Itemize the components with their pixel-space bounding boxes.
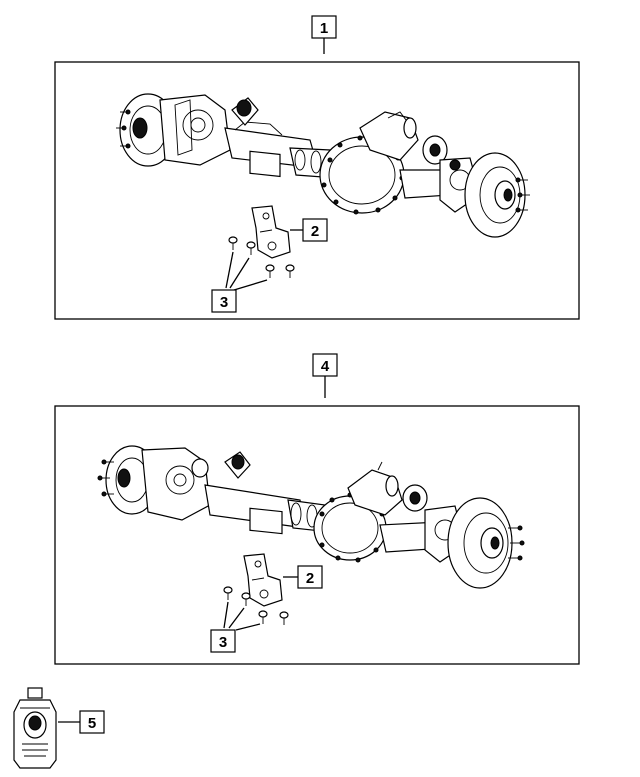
callout-4[interactable]: 4 [312, 353, 338, 377]
callout-2[interactable]: 2 [302, 218, 328, 242]
front-axle-assembly-icon[interactable] [116, 93, 530, 238]
bolt-icon[interactable] [223, 586, 289, 625]
fluid-bottle-icon[interactable] [13, 687, 57, 769]
callout-3-label: 3 [219, 634, 227, 651]
callout-4-label: 4 [321, 358, 330, 375]
callout-5-label: 5 [88, 715, 96, 732]
callout-3[interactable]: 3 [211, 289, 237, 313]
assembly-frame-1 [54, 61, 580, 320]
callout-2-label: 2 [306, 570, 314, 587]
leader-lines-3 [225, 251, 268, 291]
callout-1[interactable]: 1 [311, 15, 337, 39]
front-axle-assembly-icon[interactable] [97, 445, 525, 589]
callout-2-label: 2 [311, 223, 319, 240]
callout-3[interactable]: 3 [210, 629, 236, 653]
callout-5[interactable]: 5 [79, 710, 105, 734]
assembly-frame-2 [54, 405, 580, 665]
leader-lines-3 [223, 601, 261, 631]
callout-1-label: 1 [320, 20, 328, 37]
callout-3-label: 3 [220, 294, 228, 311]
mounting-bracket-icon[interactable] [243, 553, 283, 607]
mounting-bracket-icon[interactable] [251, 205, 291, 259]
callout-2[interactable]: 2 [297, 565, 323, 589]
bolt-icon[interactable] [228, 236, 295, 278]
